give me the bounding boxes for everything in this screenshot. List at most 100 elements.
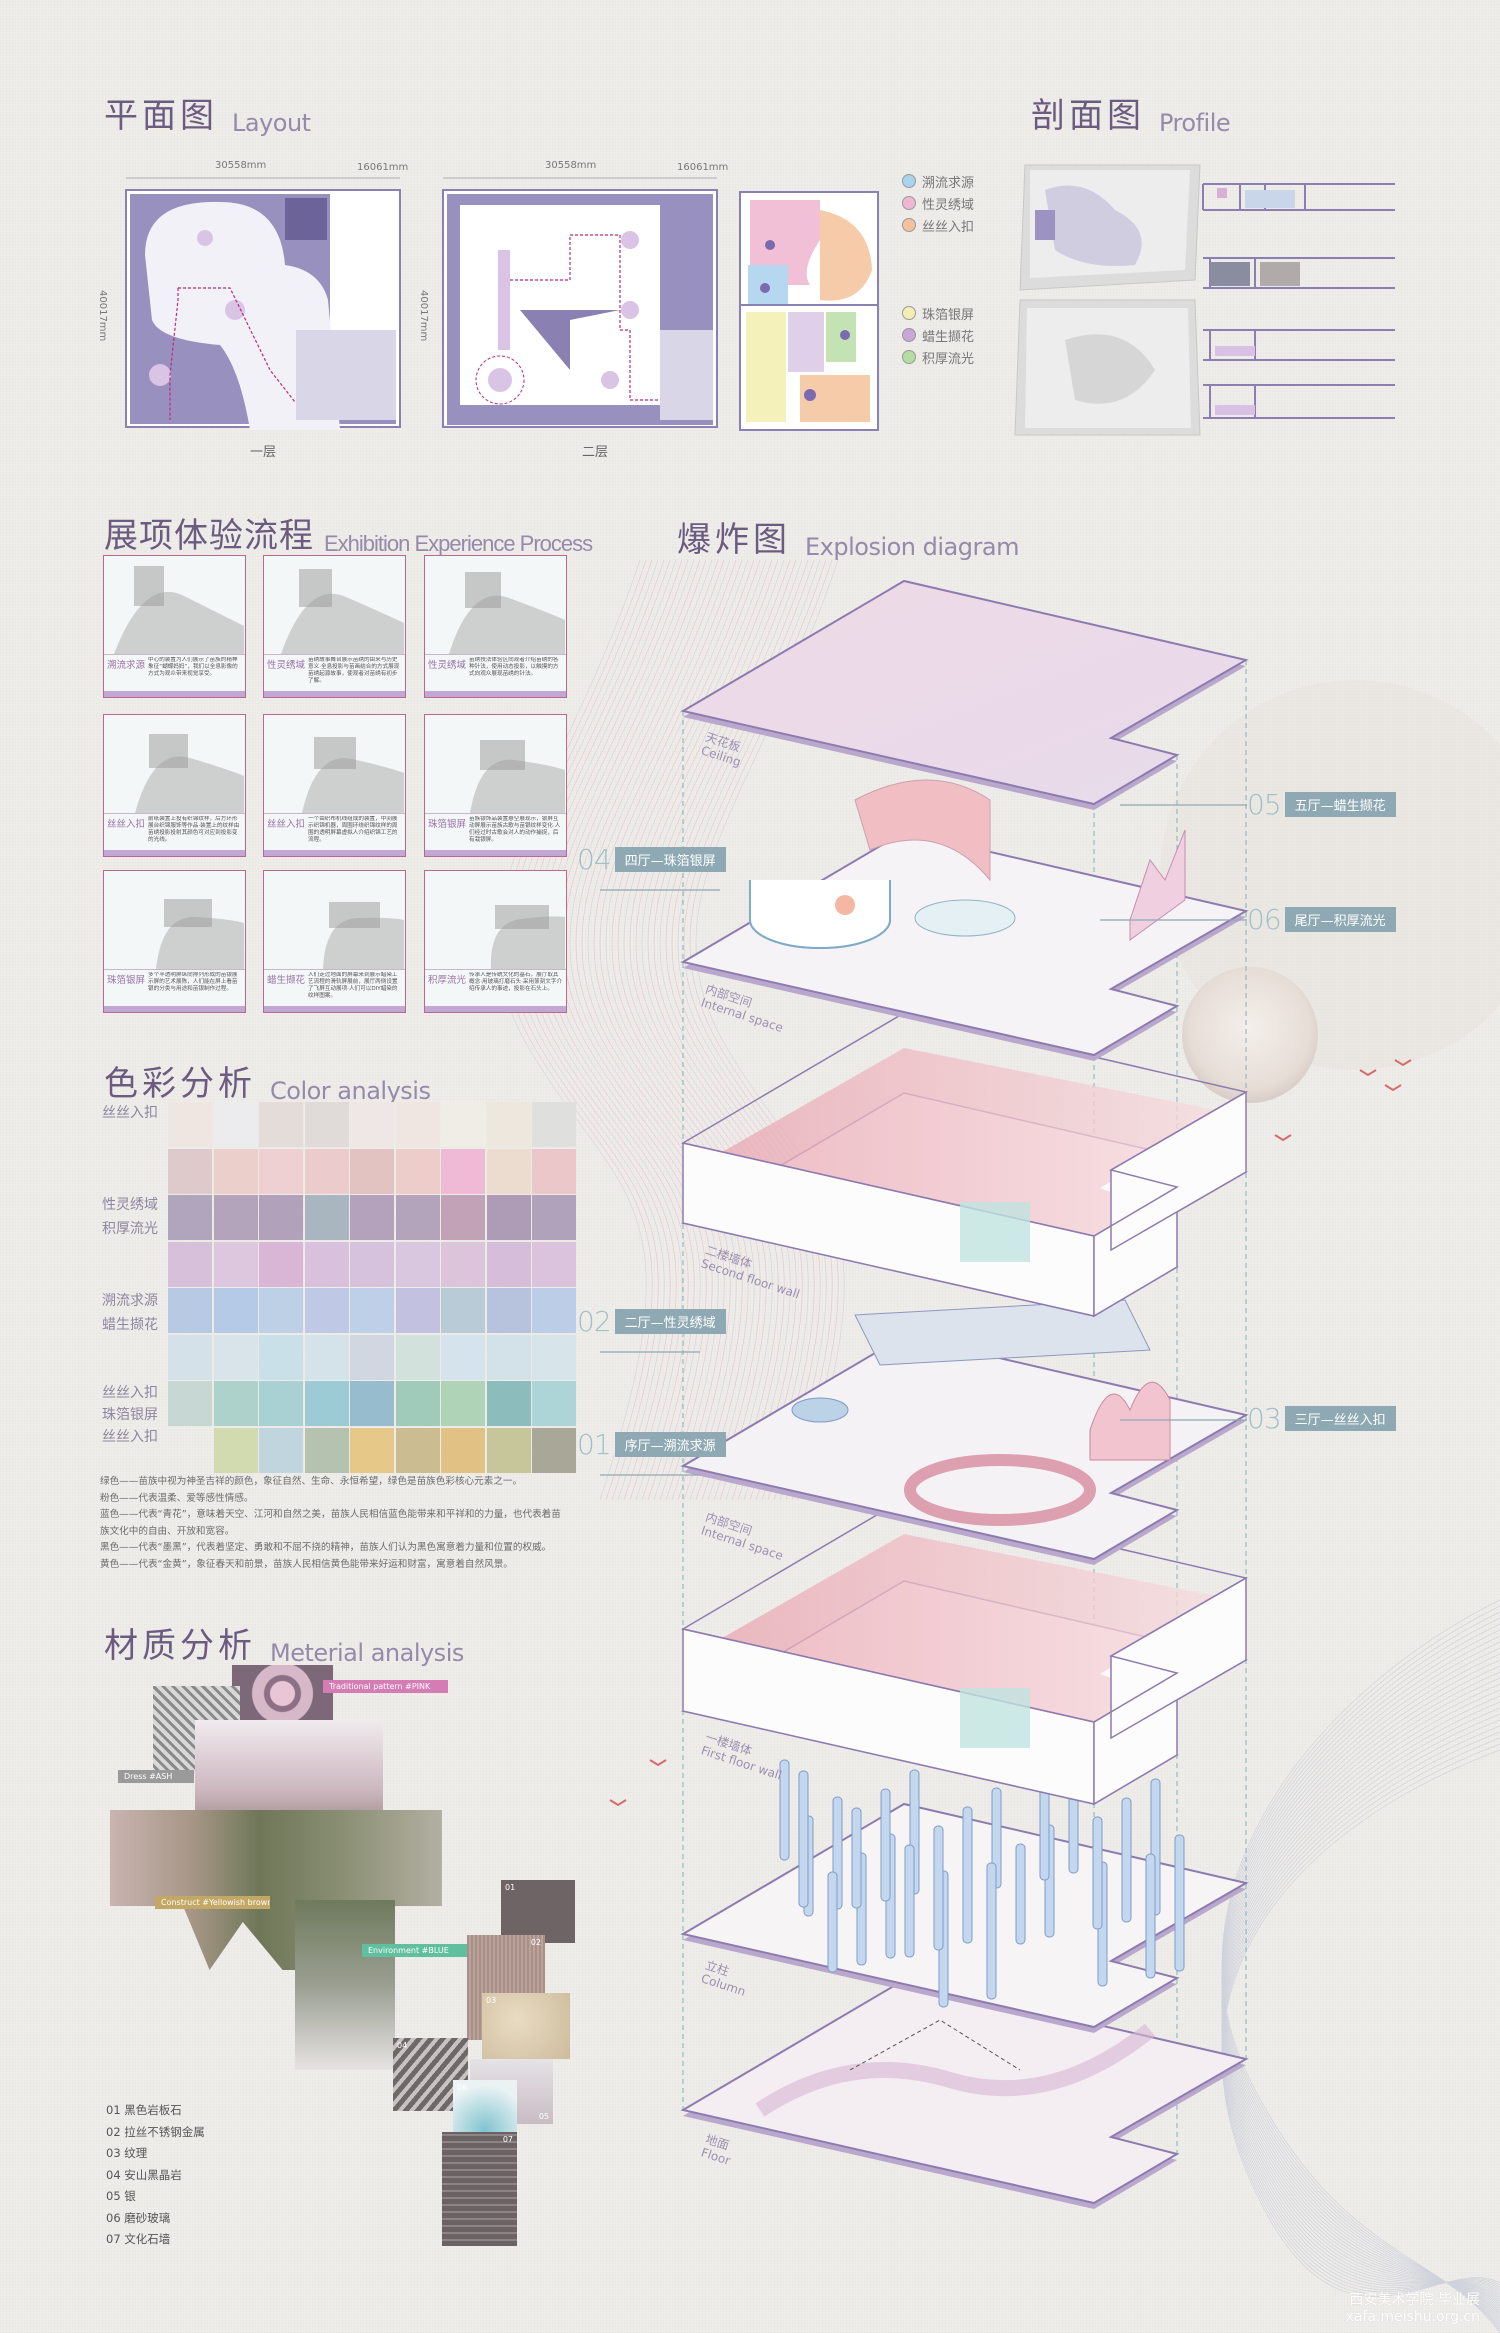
column: [827, 1871, 838, 1973]
flow-line: [1221, 1659, 1500, 2314]
flow-line: [659, 559, 809, 1501]
flow-line: [545, 559, 695, 1501]
experience-card-bar: [264, 1006, 405, 1012]
flow-line: [1221, 1677, 1500, 2308]
process-title: 展项体验流程 Exhibition Experience Process: [104, 516, 593, 556]
experience-card-desc: 中心的装置为人们展示了苗族的精神象征“蝴蝶妈妈”，我们以全息影像的方式为观众带来…: [148, 657, 238, 677]
flow-line: [1221, 1629, 1500, 2324]
profile-iso-2: [1014, 299, 1201, 436]
flow-line: [515, 559, 665, 1501]
flow-line: [1221, 1731, 1500, 2290]
flow-line: [575, 559, 725, 1501]
material-list-item: 06 磨砂玻璃: [106, 2210, 171, 2225]
flow-line: [1221, 1599, 1500, 2333]
experience-card-desc: 传承人是传统文化的基石，展厅取其概念·用玻璃打磨石头·采用篆刻文字介绍传承人的事…: [469, 972, 563, 992]
column: [1121, 1797, 1132, 1923]
color-swatch: [441, 1427, 485, 1473]
flow-line: [509, 559, 659, 1501]
flow-line: [1221, 1689, 1500, 2304]
color-swatch: [441, 1148, 485, 1194]
flow-line: [1221, 1725, 1500, 2292]
color-swatch: [304, 1241, 349, 1287]
ceiling-slab: [680, 579, 1249, 806]
color-note: 粉色——代表温柔、爱等感性情感。: [100, 1492, 254, 1504]
material-title: 材质分析 Meterial analysis: [104, 1626, 464, 1667]
column: [851, 1807, 862, 1909]
flow-line: [1221, 1665, 1500, 2312]
color-swatch: [532, 1381, 576, 1426]
column: [798, 1770, 809, 1908]
color-swatch: [486, 1427, 531, 1473]
experience-card-name: 蜡生撷花: [267, 975, 306, 986]
color-swatch: [259, 1195, 303, 1240]
screen-wave: [1089, 1381, 1171, 1461]
color-swatch: [350, 1288, 394, 1333]
color-swatch: [304, 1381, 349, 1426]
color-swatch: [213, 1427, 258, 1473]
experience-card-desc: 苗绣技法体验区向观者介绍苗绣的各种针法，使用动态投影，以触摸的方式向观众展现苗绣…: [469, 657, 559, 677]
color-swatch: [350, 1102, 394, 1147]
color-swatch: [486, 1148, 531, 1194]
bird-icon: [1384, 1084, 1402, 1092]
legend-item: 性灵绣域: [902, 192, 974, 214]
flow-line: [635, 559, 785, 1501]
color-note: 绿色——苗族中视为神圣吉祥的颜色，象征自然、生命、永恒希望，绿色是苗族色彩核心元…: [100, 1476, 523, 1487]
color-swatch: [304, 1334, 349, 1380]
experience-card-desc: 苗族银饰品装置悬空展现示，银屏互动屏展示苗族古歌与苗银纹样变化·人们经过时古歌会…: [469, 816, 561, 843]
dim-side-1: 16061mm: [357, 162, 409, 173]
flow-line: [677, 559, 827, 1501]
color-swatch: [168, 1241, 212, 1287]
tag-traditional-pattern: Traditional pattern #PINK: [323, 1680, 448, 1693]
color-swatch: [304, 1195, 349, 1240]
color-swatch: [532, 1148, 576, 1194]
color-row-label: 丝丝入扣: [102, 1105, 158, 1121]
experience-card: 丝丝入扣一个由织布机线组成的装置，中间展示织锦机器，周围环绕织锦纹样的周围的透明…: [263, 714, 406, 857]
experience-card-bar: [425, 1006, 566, 1012]
color-swatch: [350, 1148, 394, 1194]
flow-line: [539, 559, 689, 1501]
flow-line: [563, 559, 713, 1501]
experience-card: 积厚流光传承人是传统文化的基石，展厅取其概念·用玻璃打磨石头·采用篆刻文字介绍传…: [424, 870, 567, 1013]
color-swatch: [168, 1288, 212, 1333]
color-row-label: 丝丝入扣: [102, 1429, 158, 1445]
color-swatch: [259, 1241, 303, 1287]
color-swatch: [213, 1102, 258, 1147]
experience-card-name: 珠箔银屏: [107, 975, 146, 986]
experience-card-image: [425, 556, 566, 654]
material-list-item: 02 拉丝不锈钢金属: [106, 2124, 205, 2139]
floor1-plan: [125, 189, 401, 430]
flow-line: [581, 559, 731, 1501]
profile-iso-1: [1019, 164, 1201, 291]
column: [880, 1788, 891, 1902]
legend-swatch: [902, 218, 916, 232]
color-swatch: [395, 1381, 440, 1426]
flow-line: [629, 559, 779, 1501]
legend-item: 珠箔银屏: [902, 302, 974, 324]
color-swatch: [532, 1241, 576, 1287]
cylinder-wall: [749, 880, 891, 949]
column: [962, 1806, 973, 1944]
small-orb: [1182, 967, 1318, 1103]
color-row-label: 溯流求源: [102, 1293, 158, 1309]
flow-line: [611, 559, 761, 1501]
flow-line: [1221, 1641, 1500, 2320]
dim-width-2: 30558mm: [545, 160, 597, 171]
color-note: 黄色——代表“金黄”，象征春天和前景，苗族人民相信黄色能带来好运和财富，寓意着自…: [100, 1558, 513, 1570]
color-swatch-grid: [168, 1102, 576, 1473]
flow-line: [683, 559, 833, 1501]
flow-line: [689, 559, 839, 1501]
flow-line: [1221, 1671, 1500, 2310]
color-swatch: [259, 1102, 303, 1147]
color-swatch: [395, 1427, 440, 1473]
color-swatch: [259, 1288, 303, 1333]
material-swatch-01: 01: [501, 1880, 575, 1943]
dim-width-1: 30558mm: [215, 160, 267, 171]
color-swatch: [168, 1334, 212, 1380]
flow-line: [1221, 1713, 1500, 2296]
experience-card-name: 积厚流光: [428, 975, 467, 986]
material-list-item: 07 文化石墙: [106, 2232, 171, 2246]
legend-swatch: [902, 306, 916, 320]
